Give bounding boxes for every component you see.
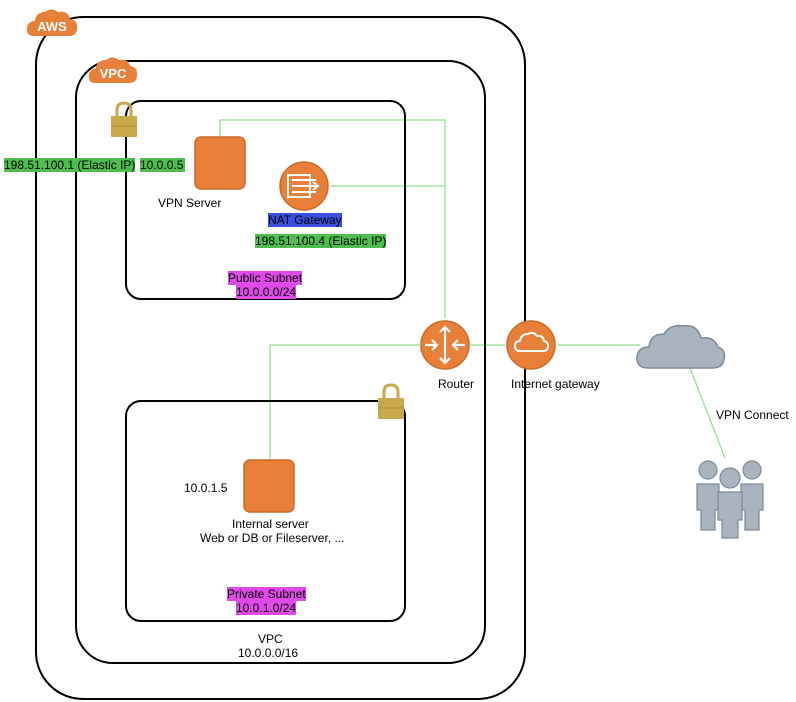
router-label: Router [438, 377, 475, 391]
internet-gateway-label: Internet gateway [511, 377, 600, 391]
vpc-region [75, 60, 486, 664]
users-group-icon [696, 460, 764, 539]
vpn-server-instance-icon [194, 136, 246, 190]
vpn-server-to-router-line [219, 119, 446, 318]
internal-server-instance-icon [243, 459, 295, 513]
lock-icon [378, 383, 404, 419]
router-icon [420, 320, 470, 370]
internal-server-description: Web or DB or Fileserver, ... [200, 531, 345, 545]
cloud-to-users-line [689, 367, 726, 459]
aws-cloud-tag: AWS [26, 9, 78, 36]
vpn-server-private-ip: 10.0.0.5 [140, 158, 186, 172]
nat-gateway-label: NAT Gateway [268, 213, 342, 227]
vpc-cidr: 10.0.0.0/16 [238, 646, 299, 660]
internal-server-ip: 10.0.1.5 [184, 481, 228, 495]
vpn-server-label: VPN Server [158, 196, 222, 210]
vpn-connect-label: VPN Connect [716, 408, 789, 422]
aws-tag-text: AWS [37, 19, 67, 34]
internet-gateway-icon [506, 320, 556, 370]
internal-server-label: Internal server [232, 517, 309, 531]
vpc-name: VPC [258, 632, 283, 646]
vpn-server-elastic-ip: 198.51.100.1 (Elastic IP) [4, 158, 136, 172]
nat-gateway-icon [279, 161, 329, 211]
private-subnet-cidr: 10.0.1.0/24 [236, 601, 297, 615]
nat-gateway-elastic-ip: 198.51.100.4 (Elastic IP) [255, 234, 387, 248]
router-to-internal-server-line [269, 344, 420, 460]
private-subnet-name: Private Subnet [227, 587, 306, 601]
vpc-cloud-tag: VPC [88, 57, 138, 83]
internet-cloud-icon [636, 324, 726, 369]
public-subnet-cidr: 10.0.0.0/24 [236, 285, 297, 299]
public-subnet-name: Public Subnet [228, 271, 303, 285]
vpc-tag-text: VPC [100, 66, 127, 81]
public-subnet-box [125, 100, 406, 300]
lock-icon [111, 101, 137, 137]
private-subnet-box [125, 400, 406, 622]
